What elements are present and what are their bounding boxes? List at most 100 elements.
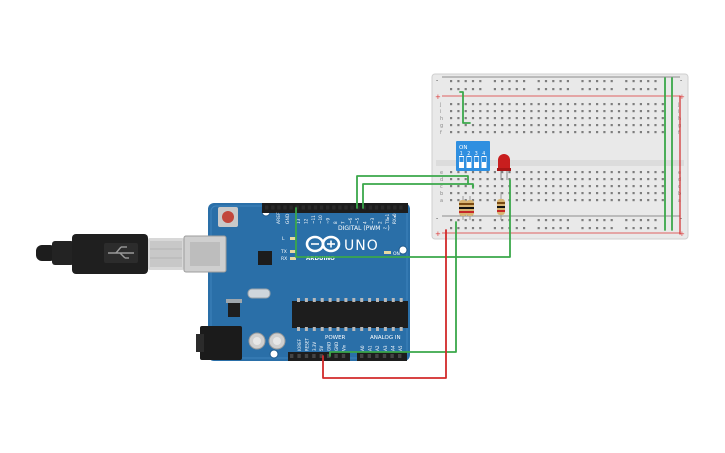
rail-hole[interactable] xyxy=(450,88,453,91)
breadboard-hole[interactable] xyxy=(450,171,453,174)
breadboard-hole[interactable] xyxy=(661,171,664,174)
breadboard-hole[interactable] xyxy=(537,178,540,181)
breadboard-hole[interactable] xyxy=(632,192,635,195)
breadboard-hole[interactable] xyxy=(530,124,533,127)
breadboard-hole[interactable] xyxy=(457,110,460,113)
rail-hole[interactable] xyxy=(493,227,496,230)
resistor-2[interactable] xyxy=(466,196,474,220)
breadboard-hole[interactable] xyxy=(479,131,482,134)
breadboard-hole[interactable] xyxy=(559,185,562,188)
breadboard-hole[interactable] xyxy=(610,103,613,106)
breadboard-hole[interactable] xyxy=(508,178,511,181)
breadboard-hole[interactable] xyxy=(654,131,657,134)
breadboard-hole[interactable] xyxy=(486,124,489,127)
breadboard-hole[interactable] xyxy=(523,124,526,127)
breadboard-hole[interactable] xyxy=(603,185,606,188)
rail-hole[interactable] xyxy=(537,227,540,230)
breadboard-hole[interactable] xyxy=(654,185,657,188)
breadboard-hole[interactable] xyxy=(552,117,555,120)
rail-hole[interactable] xyxy=(588,88,591,91)
breadboard-hole[interactable] xyxy=(617,192,621,195)
digital-header-socket[interactable] xyxy=(326,205,330,210)
breadboard-hole[interactable] xyxy=(603,192,606,195)
breadboard-hole[interactable] xyxy=(654,171,657,174)
breadboard-hole[interactable] xyxy=(603,171,606,174)
breadboard-hole[interactable] xyxy=(508,110,511,113)
breadboard-hole[interactable] xyxy=(617,199,621,202)
rail-hole[interactable] xyxy=(493,88,496,91)
breadboard-hole[interactable] xyxy=(632,117,635,120)
breadboard-hole[interactable] xyxy=(617,178,621,181)
rail-hole[interactable] xyxy=(552,227,555,230)
breadboard-hole[interactable] xyxy=(544,199,548,202)
breadboard-hole[interactable] xyxy=(559,110,562,113)
breadboard-hole[interactable] xyxy=(471,124,475,127)
breadboard-hole[interactable] xyxy=(515,192,518,195)
breadboard-hole[interactable] xyxy=(493,178,496,181)
breadboard-hole[interactable] xyxy=(464,199,467,202)
breadboard-hole[interactable] xyxy=(523,117,526,120)
breadboard-hole[interactable] xyxy=(501,171,504,174)
rail-hole[interactable] xyxy=(523,219,526,222)
rail-hole[interactable] xyxy=(544,88,548,91)
breadboard-hole[interactable] xyxy=(508,103,511,106)
breadboard-hole[interactable] xyxy=(639,110,642,113)
breadboard-hole[interactable] xyxy=(450,199,453,202)
breadboard-hole[interactable] xyxy=(632,199,635,202)
breadboard-hole[interactable] xyxy=(486,110,489,113)
rail-hole[interactable] xyxy=(603,88,606,91)
breadboard-hole[interactable] xyxy=(552,199,555,202)
breadboard-hole[interactable] xyxy=(457,185,460,188)
wire-pin-to-switch-1[interactable] xyxy=(356,175,469,209)
rail-hole[interactable] xyxy=(559,88,562,91)
rail-hole[interactable] xyxy=(654,80,657,83)
breadboard-hole[interactable] xyxy=(523,192,526,195)
breadboard-hole[interactable] xyxy=(639,171,642,174)
digital-header-socket[interactable] xyxy=(301,205,305,210)
rail-hole[interactable] xyxy=(625,227,628,230)
rail-hole[interactable] xyxy=(610,219,613,222)
breadboard-hole[interactable] xyxy=(464,117,467,120)
breadboard-hole[interactable] xyxy=(486,192,489,195)
breadboard-hole[interactable] xyxy=(574,178,577,181)
dip-switch-toggle[interactable] xyxy=(474,157,479,162)
rail-hole[interactable] xyxy=(501,88,504,91)
breadboard-hole[interactable] xyxy=(457,117,460,120)
breadboard-hole[interactable] xyxy=(537,117,540,120)
rail-hole[interactable] xyxy=(552,219,555,222)
breadboard-hole[interactable] xyxy=(515,131,518,134)
breadboard-hole[interactable] xyxy=(647,124,650,127)
breadboard-hole[interactable] xyxy=(523,103,526,106)
rail-hole[interactable] xyxy=(523,80,526,83)
rail-hole[interactable] xyxy=(632,227,635,230)
rail-hole[interactable] xyxy=(523,227,526,230)
wire-top-rail-jumper[interactable] xyxy=(459,91,471,124)
wire-gnd-to-rail[interactable] xyxy=(329,221,457,357)
breadboard-hole[interactable] xyxy=(493,124,496,127)
analog-header-socket[interactable] xyxy=(375,354,379,358)
breadboard-hole[interactable] xyxy=(661,199,664,202)
breadboard-hole[interactable] xyxy=(544,131,548,134)
rail-hole[interactable] xyxy=(654,219,657,222)
breadboard-hole[interactable] xyxy=(632,103,635,106)
breadboard-hole[interactable] xyxy=(544,185,548,188)
red-led[interactable] xyxy=(497,154,511,180)
breadboard-hole[interactable] xyxy=(610,110,613,113)
breadboard-hole[interactable] xyxy=(501,110,504,113)
analog-header-socket[interactable] xyxy=(398,354,402,358)
breadboard-hole[interactable] xyxy=(617,117,621,120)
rail-hole[interactable] xyxy=(566,219,569,222)
breadboard-hole[interactable] xyxy=(537,124,540,127)
breadboard-hole[interactable] xyxy=(450,110,453,113)
breadboard-hole[interactable] xyxy=(486,199,489,202)
breadboard-hole[interactable] xyxy=(596,199,599,202)
power-jack[interactable] xyxy=(200,326,242,360)
rail-hole[interactable] xyxy=(515,219,518,222)
digital-header-socket[interactable] xyxy=(368,205,373,210)
rail-hole[interactable] xyxy=(544,227,548,230)
breadboard-hole[interactable] xyxy=(450,131,453,134)
rail-hole[interactable] xyxy=(457,88,460,91)
breadboard-hole[interactable] xyxy=(574,110,577,113)
breadboard-hole[interactable] xyxy=(486,185,489,188)
